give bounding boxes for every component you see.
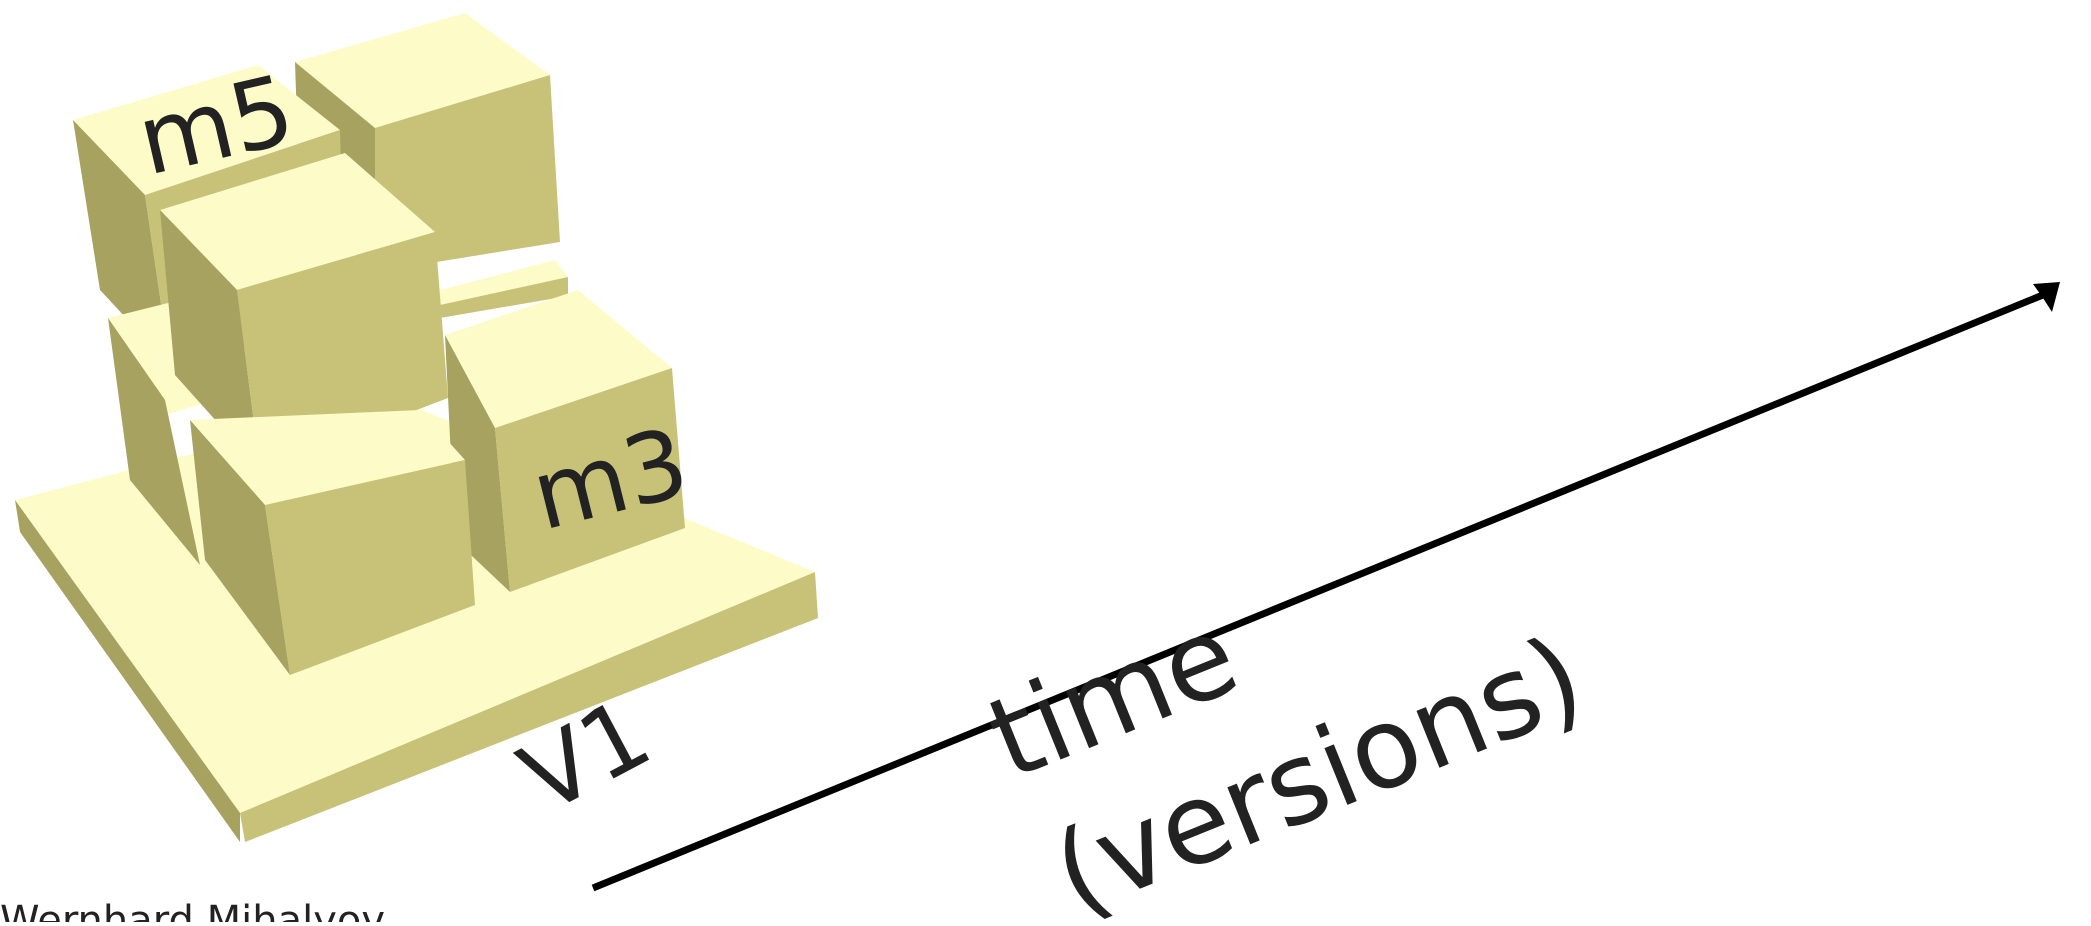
time-axis-arrow: [591, 282, 2060, 892]
block-m5-left-face: [73, 120, 170, 365]
block-front-bottom-top: [190, 410, 465, 505]
block-front-middle-left-face: [160, 210, 260, 470]
block-lower-left-left-face: [108, 318, 200, 565]
ledge-top: [440, 260, 568, 305]
block-m3-right-face: [495, 368, 685, 592]
ledge-right-face: [440, 277, 568, 318]
block-front-bottom-left-face: [190, 420, 290, 675]
block-back-right-top: [295, 13, 550, 128]
block-front-bottom: [190, 410, 475, 675]
block-m5-top: [73, 65, 340, 195]
time-axis-line: [591, 286, 2057, 892]
base-plate-left-face: [15, 500, 240, 842]
arrowhead-icon: [2033, 282, 2060, 312]
footer-text: Wernhard Mihalyov: [0, 898, 385, 922]
block-front-middle-right-face: [237, 232, 448, 470]
base-plate-right-face: [240, 572, 818, 842]
ledge: [440, 260, 568, 318]
block-front-middle-top: [160, 153, 435, 290]
block-m3-top: [445, 290, 672, 428]
block-front-middle: [160, 153, 448, 470]
block-front-bottom-right-face: [265, 460, 475, 675]
